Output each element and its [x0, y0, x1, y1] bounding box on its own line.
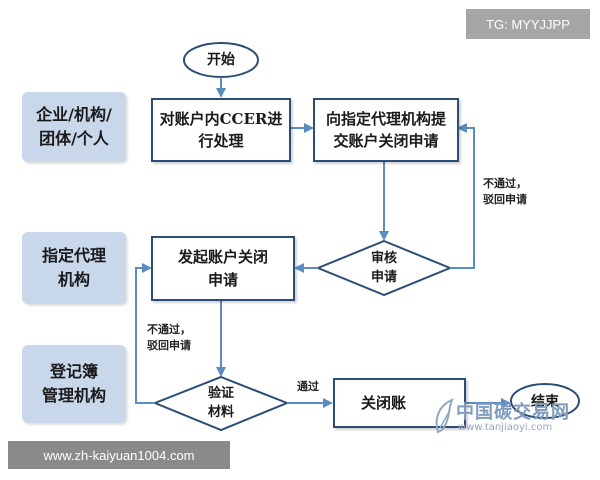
- role-agent: 指定代理 机构: [22, 232, 126, 304]
- process-ccer-box: 对账户内CCER进 行处理: [151, 98, 291, 162]
- arrow-verify-reject-loop: [135, 263, 155, 404]
- site-logo-watermark: 中国碳交易网 www.tanjiaoyi.com: [432, 396, 584, 442]
- end-oval: [510, 383, 580, 419]
- close-account-box: 关闭账: [333, 378, 466, 428]
- end-node-label: 结束: [531, 393, 559, 410]
- verify-diamond-label: 验证 材料: [207, 386, 234, 420]
- url-watermark: www.zh-kaiyuan1004.com: [8, 441, 230, 469]
- tg-watermark: TG: MYYJJPP: [466, 9, 590, 39]
- arrow-review-reject-loop: [450, 123, 475, 269]
- submit-application-box: 向指定代理机构提 交账户关闭申请: [313, 98, 459, 162]
- role-registry: 登记簿 管理机构: [22, 345, 126, 423]
- verify-pass-label: 通过: [297, 380, 319, 393]
- review-reject-label: 不通过， 驳回申请: [483, 177, 527, 206]
- logo-sub-text: www.tanjiaoyi.com: [458, 422, 553, 433]
- verify-reject-label: 不通过， 驳回申请: [147, 323, 191, 352]
- logo-main-text: 中国碳交易网: [456, 402, 570, 423]
- review-diamond-label: 审核 申请: [370, 251, 397, 285]
- start-node-label: 开始: [207, 51, 235, 68]
- verify-diamond: [152, 375, 290, 432]
- initiate-closure-box: 发起账户关闭 申请: [151, 236, 295, 301]
- review-diamond: [315, 239, 453, 297]
- leaf-logo-icon: [435, 398, 454, 434]
- role-enterprise: 企业/机构/ 团体/个人: [22, 92, 126, 162]
